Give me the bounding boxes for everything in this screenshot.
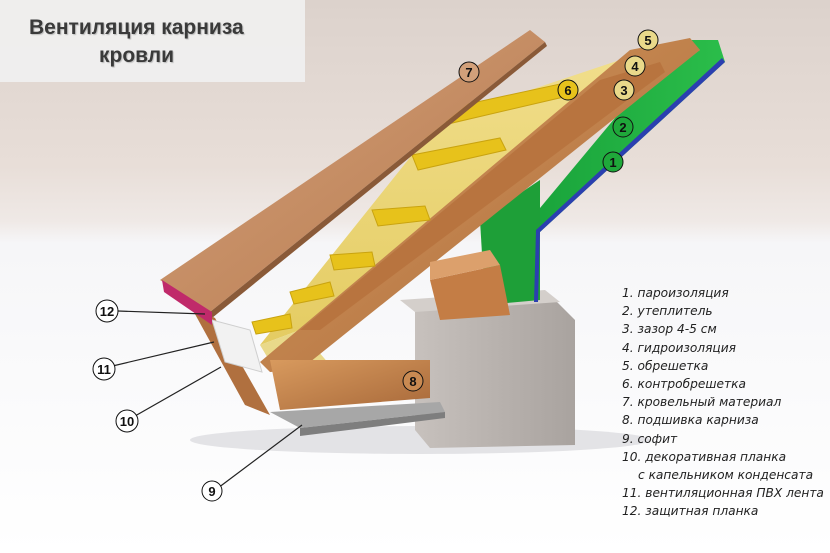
battens: [251, 83, 569, 335]
callout-1-text: 1: [609, 155, 616, 170]
wall-plate-top: [430, 250, 500, 280]
callout-10-text: 10: [120, 414, 134, 429]
legend-item-3: 3. зазор 4-5 см: [622, 322, 717, 337]
callout-2: 2: [612, 116, 634, 138]
batten-3: [371, 205, 431, 227]
roof-sheet: [160, 30, 545, 312]
roof-sheet-edge: [210, 42, 547, 318]
legend-item-11: 11. вентиляционная ПВХ лента: [622, 486, 824, 501]
callout-4: 4: [624, 55, 646, 77]
soffit-underside: [300, 412, 445, 436]
legend-item-2: 2. утеплитель: [622, 304, 713, 319]
callout-3: 3: [613, 79, 635, 101]
callout-2-ring: [612, 116, 634, 138]
callout-6: 6: [557, 79, 579, 101]
callout-9-ring: [201, 480, 223, 502]
legend-item-10: 10. декоративная планка: [622, 449, 787, 464]
leader-line-12: [117, 310, 206, 315]
leader-line-9: [213, 424, 303, 492]
callout-8-text: 8: [409, 374, 416, 389]
callout-11: 11: [92, 357, 116, 381]
legend-item-10-continued: с капельником конденсата: [638, 468, 814, 483]
callout-9-text: 9: [208, 484, 215, 499]
callout-9: 9: [201, 480, 223, 502]
legend-item-9: 9. софит: [622, 431, 678, 446]
batten-2: [411, 137, 507, 171]
callout-4-ring: [624, 55, 646, 77]
legend: 1. пароизоляция 2. утеплитель 3. зазор 4…: [622, 284, 824, 521]
callout-5-text: 5: [644, 33, 651, 48]
legend-item-7: 7. кровельный материал: [622, 395, 782, 410]
callout-7: 7: [458, 61, 480, 83]
callout-12-text: 12: [100, 304, 114, 319]
callout-11-text: 11: [97, 362, 111, 377]
soffit-lining-board: [270, 360, 430, 410]
title-line-2: кровли: [99, 44, 175, 67]
legend-item-8: 8. подшивка карниза: [622, 413, 759, 428]
callout-6-text: 6: [564, 83, 571, 98]
title-panel: Вентиляция карниза кровли: [0, 0, 305, 82]
legend-item-5: 5. обрешетка: [622, 358, 709, 373]
callout-2-text: 2: [619, 120, 626, 135]
callout-11-ring: [92, 357, 116, 381]
callout-3-text: 3: [620, 83, 627, 98]
callout-5-ring: [637, 29, 659, 51]
callout-7-ring: [458, 61, 480, 83]
leader-lines: [103, 310, 303, 492]
batten-5: [289, 281, 335, 305]
callout-badges: 1 2 3 4 5 6 7 8: [92, 29, 659, 502]
callout-10-ring: [115, 409, 139, 433]
callout-5: 5: [637, 29, 659, 51]
legend-item-4: 4. гидроизоляция: [622, 340, 736, 355]
callout-1-ring: [602, 151, 624, 173]
legend-item-1: 1. пароизоляция: [622, 286, 729, 300]
callout-7-text: 7: [465, 65, 472, 80]
leader-line-11: [103, 341, 215, 369]
ventilation-tape: [211, 319, 263, 373]
batten-4: [329, 251, 376, 271]
rafter-second: [300, 62, 665, 330]
soffit-panel: [270, 402, 445, 428]
leader-line-10: [127, 366, 222, 421]
wall-plate: [430, 265, 510, 320]
callout-12: 12: [95, 299, 119, 323]
callout-12-ring: [95, 299, 119, 323]
callout-8: 8: [402, 370, 424, 392]
callout-4-text: 4: [631, 59, 639, 74]
callout-8-ring: [402, 370, 424, 392]
batten-6: [251, 313, 293, 335]
legend-item-6: 6. контробрешетка: [622, 377, 746, 392]
callout-3-ring: [613, 79, 635, 101]
callout-1: 1: [602, 151, 624, 173]
callout-10: 10: [115, 409, 139, 433]
legend-item-12: 12. защитная планка: [622, 504, 759, 519]
title-line-1: Вентиляция карниза: [29, 16, 244, 39]
wall-block: [415, 300, 575, 448]
callout-6-ring: [557, 79, 579, 101]
